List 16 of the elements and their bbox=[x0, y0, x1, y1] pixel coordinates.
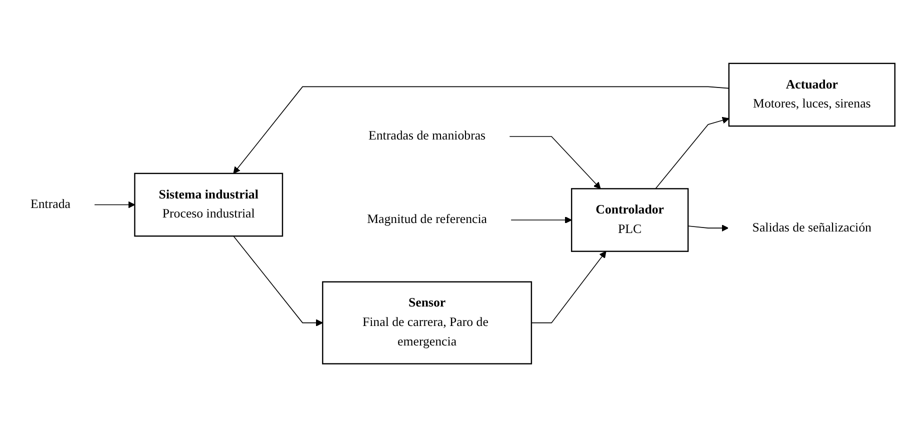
node-text: Entrada bbox=[30, 197, 70, 212]
arrow bbox=[655, 116, 730, 189]
arrow bbox=[233, 86, 730, 174]
node-box: Controlador PLC bbox=[570, 188, 689, 252]
node-text: Salidas de señalización bbox=[752, 220, 872, 234]
node-box: Actuador Motores, luces, sirenas bbox=[728, 62, 896, 127]
node-box: Sistema industrial Proceso industrial bbox=[134, 172, 284, 237]
arrow bbox=[688, 224, 729, 232]
arrow bbox=[94, 201, 136, 208]
arrow bbox=[233, 236, 323, 326]
node-box: Sensor Final de carrera, Paro de emergencia bbox=[322, 281, 532, 364]
node-text: Entradas de maniobras bbox=[368, 129, 486, 143]
arrow bbox=[531, 250, 606, 324]
arrow bbox=[509, 136, 601, 189]
arrow bbox=[510, 216, 572, 224]
node-text: Magnitud de referencia bbox=[367, 212, 487, 226]
